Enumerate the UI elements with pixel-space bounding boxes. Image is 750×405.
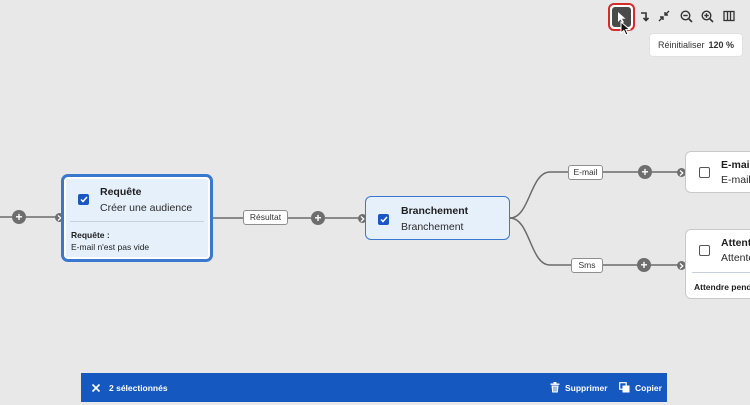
- zoom-out-icon: [679, 9, 693, 23]
- connector-icon: [641, 12, 650, 22]
- node-checkbox[interactable]: [699, 167, 710, 178]
- add-activity-button[interactable]: +: [637, 258, 651, 272]
- mouse-cursor-icon: [620, 21, 632, 36]
- map-view-button[interactable]: [718, 5, 740, 27]
- zoom-in-button[interactable]: [696, 5, 718, 27]
- map-view-icon: [723, 10, 735, 22]
- query-label: Requête :: [71, 230, 110, 240]
- chevron-right-icon: [677, 261, 686, 270]
- chevron-right-icon: [55, 213, 64, 222]
- trash-icon: [550, 382, 560, 393]
- activity-title: E-mail: [721, 159, 750, 171]
- activity-subtitle: Créer une audience: [100, 202, 193, 214]
- add-activity-button[interactable]: +: [311, 211, 325, 225]
- close-icon[interactable]: [91, 383, 101, 393]
- zoom-level: 120 %: [708, 40, 734, 50]
- node-divider: [692, 272, 750, 273]
- collapse-tool-button[interactable]: [653, 5, 675, 27]
- query-value: E-mail n'est pas vide: [71, 242, 150, 252]
- copy-label: Copier: [635, 382, 662, 393]
- zoom-controls: Réinitialiser 120 %: [650, 34, 742, 56]
- add-activity-button[interactable]: +: [12, 210, 26, 224]
- add-activity-button[interactable]: +: [638, 165, 652, 179]
- delete-label: Supprimer: [565, 382, 608, 393]
- node-checkbox-checked[interactable]: [378, 214, 389, 225]
- chevron-right-icon: [677, 168, 686, 177]
- activity-subtitle: E-mail: [721, 174, 750, 186]
- activity-attente[interactable]: Attente Attente Attendre pendant: [685, 229, 750, 299]
- edge-label-resultat[interactable]: Résultat: [243, 210, 288, 225]
- edge-label-sms[interactable]: Sms: [571, 258, 603, 273]
- delete-button[interactable]: Supprimer: [550, 382, 608, 393]
- activity-subtitle: Attente: [721, 252, 750, 264]
- activity-subtitle: Branchement: [401, 221, 464, 233]
- activity-title: Attente: [721, 237, 750, 249]
- collapse-arrows-icon: [658, 10, 670, 22]
- copy-icon: [619, 382, 630, 393]
- connector-tool-button[interactable]: [634, 5, 656, 27]
- activity-requete[interactable]: Requête Créer une audience Requête : E-m…: [62, 175, 212, 261]
- node-checkbox[interactable]: [699, 245, 710, 256]
- activity-title: Branchement: [401, 205, 469, 217]
- copy-button[interactable]: Copier: [619, 382, 662, 393]
- selection-count: 2 sélectionnés: [109, 382, 168, 393]
- reset-zoom-button[interactable]: Réinitialiser: [658, 40, 705, 50]
- selection-action-bar: 2 sélectionnés Supprimer Copier: [81, 373, 667, 402]
- wait-duration: Attendre pendant: [694, 282, 750, 292]
- node-checkbox-checked[interactable]: [78, 194, 89, 205]
- activity-email[interactable]: E-mail E-mail: [685, 151, 750, 193]
- chevron-right-icon: [358, 214, 367, 223]
- activity-title: Requête: [100, 186, 142, 198]
- pointer-icon: [612, 7, 631, 27]
- zoom-out-button[interactable]: [675, 5, 697, 27]
- edge-label-email[interactable]: E-mail: [568, 165, 603, 180]
- activity-branchement[interactable]: Branchement Branchement: [365, 196, 510, 240]
- node-divider: [70, 221, 204, 222]
- zoom-in-icon: [700, 9, 714, 23]
